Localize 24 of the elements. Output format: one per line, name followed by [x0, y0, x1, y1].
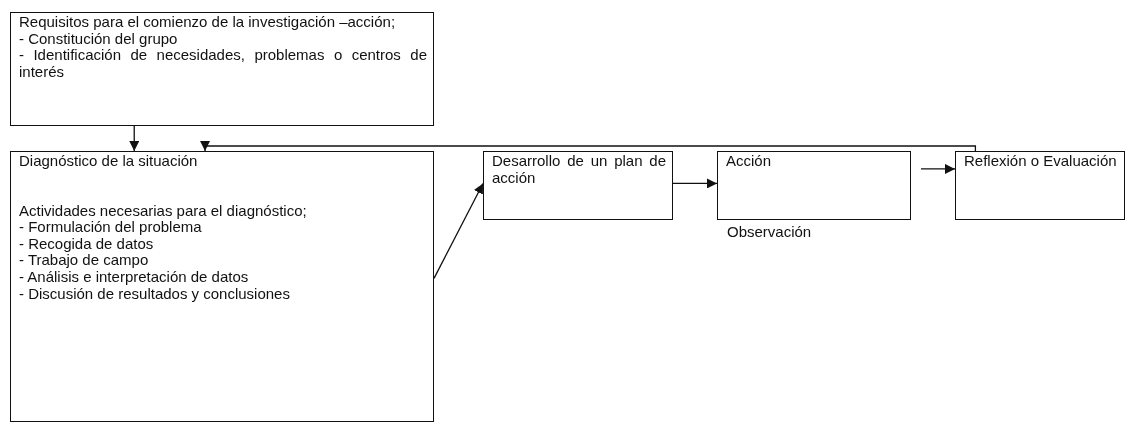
box-heading: Reflexión o Evaluación: [964, 153, 1118, 170]
box-heading: Diagnóstico de la situación: [19, 153, 199, 170]
process-box: [10, 151, 434, 422]
process-box: [483, 151, 673, 220]
arrow: [672, 178, 718, 189]
box-text: - Trabajo de campo: [19, 252, 150, 269]
arrow: [433, 182, 484, 279]
box-text: - Recogida de datos: [19, 235, 154, 253]
box-heading: Requisitos para el comienzo de la investigación –acción;: [19, 14, 397, 31]
arrow: [920, 163, 956, 174]
arrow: [200, 141, 977, 152]
box-text: - Discusión de resultados y conclusiones: [19, 285, 291, 303]
box-caption: Observación: [727, 224, 812, 241]
box-heading: Desarrollo de un plan de acción: [492, 153, 666, 187]
arrow: [129, 125, 140, 152]
box-text: - Formulación del problema: [19, 219, 202, 236]
process-box: [717, 151, 911, 220]
box-text: - Análisis e interpretación de datos: [19, 268, 250, 286]
box-text: - Constitución del grupo: [19, 30, 179, 48]
box-text: - Identificación de necesidades, problemas o centros de interés: [19, 47, 427, 81]
process-box: [955, 151, 1125, 220]
box-heading: Acción: [726, 153, 773, 170]
box-text: Actividades necesarias para el diagnóstico;: [19, 202, 308, 220]
process-box: [10, 12, 434, 126]
